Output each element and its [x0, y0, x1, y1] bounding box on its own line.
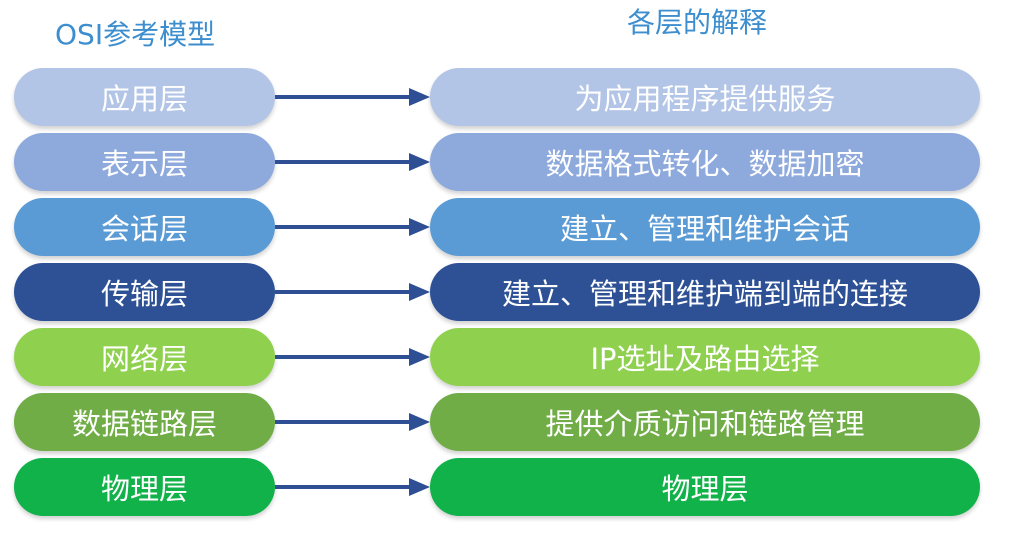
layer-name-network: 网络层: [14, 328, 275, 386]
layer-description-data-link: 提供介质访问和链路管理: [430, 393, 980, 451]
arrow-right-icon: [275, 283, 430, 301]
layer-explanation-header: 各层的解释: [627, 6, 768, 39]
arrow-right-icon: [275, 348, 430, 366]
layer-name-application: 应用层: [14, 68, 275, 126]
layer-name-transport: 传输层: [14, 263, 275, 321]
layer-row-transport: 传输层 建立、管理和维护端到端的连接: [0, 263, 1028, 321]
layer-row-physical: 物理层 物理层: [0, 458, 1028, 516]
layer-name-presentation: 表示层: [14, 133, 275, 191]
layer-name-physical: 物理层: [14, 458, 275, 516]
layer-row-network: 网络层 IP选址及路由选择: [0, 328, 1028, 386]
layer-name-session: 会话层: [14, 198, 275, 256]
arrow-right-icon: [275, 478, 430, 496]
layer-description-application: 为应用程序提供服务: [430, 68, 980, 126]
layer-description-transport: 建立、管理和维护端到端的连接: [430, 263, 980, 321]
layer-description-session: 建立、管理和维护会话: [430, 198, 980, 256]
arrow-right-icon: [275, 88, 430, 106]
layer-row-data-link: 数据链路层 提供介质访问和链路管理: [0, 393, 1028, 451]
arrow-right-icon: [275, 218, 430, 236]
layer-row-presentation: 表示层 数据格式转化、数据加密: [0, 133, 1028, 191]
layer-name-data-link: 数据链路层: [14, 393, 275, 451]
arrow-right-icon: [275, 153, 430, 171]
layer-row-application: 应用层 为应用程序提供服务: [0, 68, 1028, 126]
layer-description-presentation: 数据格式转化、数据加密: [430, 133, 980, 191]
layer-row-session: 会话层 建立、管理和维护会话: [0, 198, 1028, 256]
layer-description-physical: 物理层: [430, 458, 980, 516]
arrow-right-icon: [275, 413, 430, 431]
osi-model-header: OSI参考模型: [55, 18, 216, 51]
layer-description-network: IP选址及路由选择: [430, 328, 980, 386]
